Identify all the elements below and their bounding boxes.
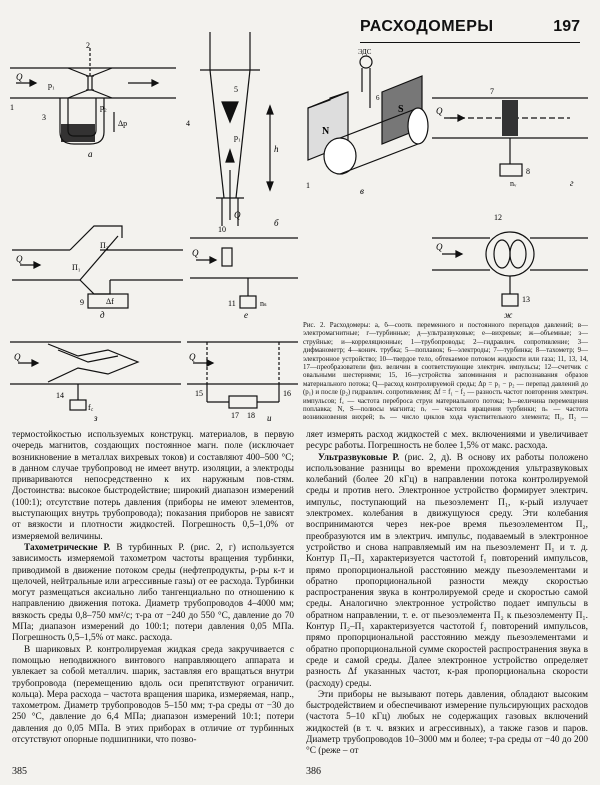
- figure-z: Q 14 f꜀ з: [8, 322, 183, 422]
- figure-zh-letter: ж: [504, 310, 513, 320]
- figure-i-letter: и: [267, 413, 272, 422]
- label-df: Δf: [106, 297, 114, 306]
- label-1: 1: [10, 103, 14, 112]
- label-8: 8: [526, 167, 530, 176]
- paragraph-lead: Тахометрические Р.: [24, 542, 111, 553]
- label-18: 18: [247, 411, 255, 420]
- text-column-left: термостойкостью используемых конструкц. …: [12, 430, 294, 760]
- figure-a-letter: а: [88, 149, 93, 159]
- figure-z-drawing: Q 14 f꜀ з: [10, 341, 181, 422]
- column-number-right: 386: [306, 766, 321, 777]
- label-eds: ЭДС: [358, 48, 372, 56]
- label-pi2: П₂: [100, 241, 109, 250]
- label-nv: nᵥ: [510, 179, 517, 188]
- paragraph-text: термостойкостью используемых конструкц. …: [12, 430, 294, 542]
- paragraph-lead: Ультразвуковые Р.: [318, 452, 400, 463]
- label-q-g: Q: [436, 106, 443, 116]
- figure-i: Q 15 16 17 18 и: [185, 322, 300, 422]
- paragraph: ляет измерять расход жидкостей с мех. вк…: [306, 430, 588, 453]
- figure-e-letter: е: [244, 310, 248, 320]
- label-5: 5: [234, 85, 238, 94]
- label-h: h: [274, 144, 279, 154]
- figure-e-drawing: Q 10 11 nₛ е: [190, 225, 298, 320]
- label-1-v: 1: [306, 181, 310, 190]
- label-q-z: Q: [14, 352, 21, 362]
- paragraph: Ультразвуковые Р. (рис. 2, д). В основу …: [306, 453, 588, 690]
- figure-g: Q 7 8 nᵥ г: [430, 80, 590, 190]
- paragraph-text: В шариковых Р. контролируемая жидкая сре…: [12, 644, 294, 746]
- label-2: 2: [86, 41, 90, 50]
- paragraph: Эти приборы не вызывают потерь давления,…: [306, 690, 588, 758]
- label-12: 12: [494, 213, 502, 222]
- figure-b-letter: б: [274, 218, 279, 228]
- running-header: РАСХОДОМЕРЫ 197: [360, 18, 580, 43]
- label-pi1: П₁: [72, 263, 81, 272]
- figure-b-drawing: 5 p₁ 4 h Q б: [186, 32, 279, 228]
- paragraph-text: Эти приборы не вызывают потерь давления,…: [306, 689, 588, 757]
- paragraph-text: ляет измерять расход жидкостей с мех. вк…: [306, 430, 588, 452]
- label-q-e: Q: [192, 248, 199, 258]
- label-s: S: [398, 104, 404, 115]
- text-column-right: ляет измерять расход жидкостей с мех. вк…: [306, 430, 588, 760]
- label-p1: p₁: [48, 81, 55, 90]
- label-n: N: [322, 126, 330, 137]
- label-dp: Δp: [118, 119, 127, 128]
- label-q-zh: Q: [436, 242, 443, 252]
- label-16: 16: [283, 389, 291, 398]
- figure-z-letter: з: [93, 413, 98, 422]
- figure-d-letter: д: [100, 310, 105, 320]
- label-11: 11: [228, 299, 236, 308]
- figure-v-drawing: ЭДС 6 N S 1 в: [306, 48, 429, 196]
- label-p1-b: p₁: [234, 133, 241, 142]
- figure-a: Q 2 p₁ p₂ Δp 1 3 а: [8, 40, 178, 160]
- label-3: 3: [42, 113, 46, 122]
- label-q-d: Q: [16, 254, 23, 264]
- label-9: 9: [80, 298, 84, 307]
- figure-g-letter: г: [570, 178, 574, 188]
- label-ns: nₛ: [260, 299, 267, 308]
- figure-g-drawing: Q 7 8 nᵥ г: [432, 87, 588, 188]
- label-17: 17: [231, 411, 239, 420]
- figure-b: 5 p₁ 4 h Q б: [180, 30, 300, 230]
- paragraph: термостойкостью используемых конструкц. …: [12, 430, 294, 543]
- figure-d-drawing: Q П₂ П₁ 9 Δf д: [12, 225, 183, 320]
- column-number-left: 385: [12, 766, 27, 777]
- figure-d: Q П₂ П₁ 9 Δf д: [10, 200, 185, 320]
- paragraph-text: В турбинных Р. (рис. 2, г) используется …: [12, 542, 294, 644]
- page-number: 197: [553, 18, 580, 35]
- label-fc: f꜀: [88, 403, 94, 412]
- label-14: 14: [56, 391, 64, 400]
- label-10: 10: [218, 225, 226, 234]
- paragraph: Тахометрические Р. В турбинных Р. (рис. …: [12, 543, 294, 645]
- figure-zh: Q 12 13 ж: [430, 206, 590, 320]
- running-title: РАСХОДОМЕРЫ: [360, 18, 494, 35]
- label-4: 4: [186, 119, 190, 128]
- figure-caption: Рис. 2. Расходомеры: а, б—соотв. перемен…: [303, 322, 588, 424]
- label-13: 13: [522, 295, 530, 304]
- paragraph: В шариковых Р. контролируемая жидкая сре…: [12, 645, 294, 747]
- label-p2: p₂: [100, 103, 107, 112]
- figure-v: ЭДС 6 N S 1 в: [300, 48, 430, 198]
- label-15: 15: [195, 389, 203, 398]
- figure-e: Q 10 11 nₛ е: [188, 208, 300, 320]
- label-q-b: Q: [234, 210, 241, 220]
- figure-a-drawing: Q 2 p₁ p₂ Δp 1 3 а: [10, 41, 176, 159]
- label-q: Q: [16, 72, 23, 82]
- header-rule: [360, 42, 580, 43]
- figure-v-letter: в: [360, 186, 364, 196]
- paragraph-text: (рис. 2, д). В основу их работы положено…: [306, 452, 588, 689]
- label-q-i: Q: [189, 352, 196, 362]
- label-6: 6: [376, 94, 380, 102]
- label-7: 7: [490, 87, 494, 96]
- figure-zh-drawing: Q 12 13 ж: [432, 213, 588, 320]
- figure-i-drawing: Q 15 16 17 18 и: [187, 341, 298, 422]
